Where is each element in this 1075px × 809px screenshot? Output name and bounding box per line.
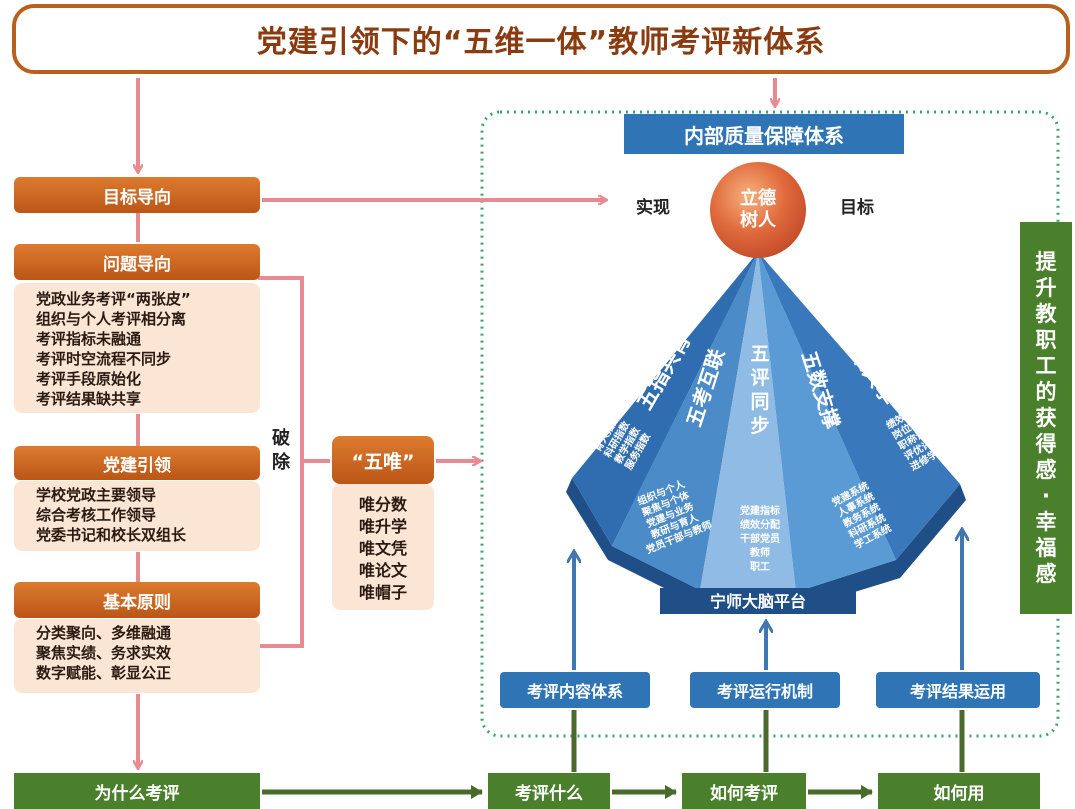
platform-bar — [660, 588, 856, 614]
wuwei-item: 唯分数 — [358, 495, 407, 514]
side-char: 感 — [1035, 562, 1057, 586]
problem-item: 考评手段原始化 — [36, 370, 142, 388]
goal-orientation-header: 目标导向 — [14, 177, 260, 213]
wuwei-header: “五唯” — [332, 436, 434, 484]
side-char: 职 — [1035, 328, 1057, 352]
pyramid-face-2 — [612, 252, 758, 590]
party-item: 综合考核工作领导 — [36, 506, 157, 524]
problem-item: 组织与个人考评相分离 — [36, 310, 187, 328]
page-title: 党建引领下的“五维一体”教师考评新体系 — [12, 4, 1070, 74]
party-item: 学校党政主要领导 — [36, 486, 157, 504]
problem-list: 党政业务考评“两张皮” 组织与个人考评相分离 考评指标未融通 考评时空流程不同步… — [14, 283, 260, 413]
problem-item: 考评结果缺共享 — [36, 390, 142, 408]
system-title: 内部质量保障体系 — [624, 114, 904, 154]
wuwei-item: 唯论文 — [358, 561, 407, 580]
wuwei-item: 唯帽子 — [358, 583, 407, 602]
principle-item: 分类聚向、多维融通 — [36, 624, 172, 642]
side-char: 的 — [1035, 380, 1057, 404]
side-char: 升 — [1035, 276, 1057, 300]
problem-item: 党政业务考评“两张皮” — [36, 290, 191, 308]
segment-lines-3: 党建指标 绩效分配 干部党员 教师 职工 — [740, 504, 780, 573]
side-char: 感 — [1035, 458, 1057, 482]
side-char: 教 — [1035, 302, 1057, 326]
circle-line-2: 树人 — [740, 210, 776, 231]
pyramid-face-5 — [758, 252, 960, 560]
wuwei-item: 唯升学 — [358, 517, 407, 536]
pyramid-face-3 — [700, 252, 796, 592]
party-item: 党委书记和校长双组长 — [36, 526, 187, 544]
lide-shuren-circle — [710, 162, 806, 258]
what-evaluate-box: 考评什么 — [488, 773, 610, 809]
pyramid-face-1 — [572, 252, 758, 546]
segment-3-char-1: 五 — [750, 343, 769, 365]
realize-label: 实现 — [636, 198, 670, 218]
segment-3-line-4: 教师 — [749, 546, 770, 559]
break-char-2: 除 — [272, 452, 290, 473]
segment-3-line-2: 绩效分配 — [740, 518, 780, 531]
how-use-box: 如何用 — [878, 773, 1040, 809]
operation-mechanism-box: 考评运行机制 — [690, 672, 840, 708]
problem-item: 考评时空流程不同步 — [36, 350, 172, 368]
why-evaluate-box: 为什么考评 — [14, 773, 260, 809]
segment-3-char-4: 步 — [750, 415, 769, 437]
side-banner: 提 升 教 职 工 的 获 得 感 · 幸 福 感 — [1020, 222, 1072, 614]
side-char: 工 — [1035, 354, 1057, 378]
principle-item: 数字赋能、彰显公正 — [36, 664, 172, 682]
pyramid-face-4 — [758, 252, 896, 592]
side-char: · — [1042, 484, 1050, 508]
wuwei-list: 唯分数 唯升学 唯文凭 唯论文 唯帽子 — [332, 484, 434, 610]
side-char: 福 — [1035, 536, 1057, 560]
goal-label: 目标 — [840, 198, 874, 218]
platform-label: 宁师大脑平台 — [710, 592, 806, 611]
side-char: 得 — [1035, 432, 1057, 456]
wuwei-item: 唯文凭 — [358, 539, 407, 558]
side-char: 提 — [1035, 250, 1057, 274]
problem-item: 考评指标未融通 — [36, 330, 142, 348]
segment-3-line-1: 党建指标 — [740, 504, 780, 517]
segment-3-char-3: 同 — [750, 391, 769, 413]
break-char-1: 破 — [272, 428, 290, 449]
segment-3-char-2: 评 — [750, 367, 769, 389]
pyramid — [566, 252, 966, 614]
pyramid-base — [566, 478, 966, 610]
principles-list: 分类聚向、多维融通 聚焦实绩、务求实效 数字赋能、彰显公正 — [14, 619, 260, 693]
how-evaluate-box: 如何考评 — [682, 773, 806, 809]
side-char: 幸 — [1035, 510, 1057, 534]
circle-line-1: 立德 — [740, 188, 776, 209]
segment-title-3: 五 评 同 步 — [750, 343, 769, 437]
side-char: 获 — [1035, 406, 1057, 430]
content-system-box: 考评内容体系 — [500, 672, 650, 708]
basic-principles-header: 基本原则 — [14, 582, 260, 618]
party-leading-header: 党建引领 — [14, 446, 260, 480]
result-use-box: 考评结果运用 — [876, 672, 1040, 708]
principle-item: 聚焦实绩、务求实效 — [36, 644, 172, 662]
lide-shuren-text: 立德 树人 — [712, 170, 804, 250]
problem-orientation-header: 问题导向 — [14, 244, 260, 280]
segment-3-line-5: 职工 — [750, 561, 770, 573]
segment-3-line-3: 干部党员 — [740, 532, 780, 545]
party-leading-list: 学校党政主要领导 综合考核工作领导 党委书记和校长双组长 — [14, 481, 260, 551]
